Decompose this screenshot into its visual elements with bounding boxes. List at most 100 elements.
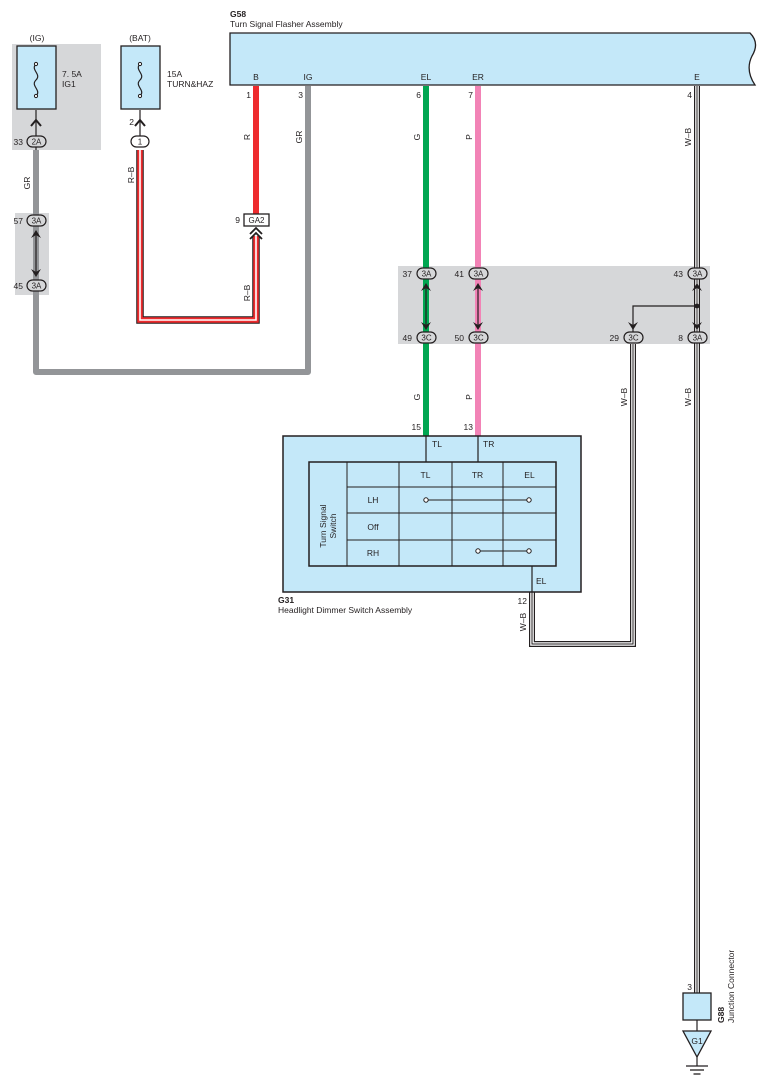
svg-text:57: 57 — [14, 216, 24, 226]
table-col-el: EL — [524, 470, 535, 480]
svg-text:2: 2 — [129, 117, 134, 127]
junction-block-3a-3c — [398, 266, 710, 344]
connector-49-3c: 3C 49 — [403, 322, 437, 344]
ig-fuse-name: IG1 — [62, 79, 76, 89]
svg-text:43: 43 — [674, 269, 684, 279]
junction-name: Junction Connector — [726, 950, 736, 1023]
svg-text:41: 41 — [455, 269, 465, 279]
switch-table — [308, 461, 557, 567]
svg-text:3A: 3A — [32, 217, 42, 226]
wire-label-wb-top: W–B — [683, 127, 693, 146]
connector-50-3c: 3C 50 — [455, 322, 489, 344]
svg-text:3A: 3A — [693, 270, 703, 279]
pin-12: 12 — [518, 596, 528, 606]
dimmer-terminal-tl: TL — [432, 439, 442, 449]
continuity-rh — [475, 548, 532, 554]
svg-text:3C: 3C — [473, 334, 483, 343]
pin-4: 4 — [687, 90, 692, 100]
pin-7: 7 — [468, 90, 473, 100]
dimmer-terminal-tr: TR — [483, 439, 494, 449]
bat-fuse-rating: 15A — [167, 69, 182, 79]
svg-text:3A: 3A — [422, 270, 432, 279]
dimmer-terminal-el: EL — [536, 576, 547, 586]
svg-text:9: 9 — [235, 215, 240, 225]
connector-37-3a: 3A 37 — [403, 267, 437, 291]
ig-fuse-box — [16, 45, 57, 110]
table-row-off: Off — [367, 522, 379, 532]
wire-label-gr: GR — [294, 131, 304, 144]
svg-text:45: 45 — [14, 281, 24, 291]
flasher-name: Turn Signal Flasher Assembly — [230, 19, 343, 29]
connector-29-3c: 3C 29 — [610, 322, 644, 344]
table-side-label-1: Turn Signal — [318, 504, 328, 547]
ground-icon — [686, 1057, 708, 1075]
bat-fuse-icon — [137, 63, 143, 97]
wire-label-gr-left: GR — [22, 177, 32, 190]
ground-id: G1 — [691, 1036, 703, 1046]
flasher-terminal-b: B — [253, 72, 259, 82]
svg-text:3C: 3C — [421, 334, 431, 343]
wire-w-b-branch — [529, 344, 636, 647]
svg-text:2A: 2A — [32, 138, 42, 147]
table-side-label-2: Switch — [328, 513, 338, 538]
pin-3: 3 — [298, 90, 303, 100]
table-col-tl: TL — [421, 470, 431, 480]
junction-connector-box — [682, 992, 712, 1021]
flasher-terminal-el: EL — [421, 72, 432, 82]
svg-text:GA2: GA2 — [248, 216, 265, 225]
table-row-lh: LH — [368, 495, 379, 505]
bat-fuse-name: TURN&HAZ — [167, 79, 213, 89]
dimmer-name: Headlight Dimmer Switch Assembly — [278, 605, 413, 615]
dimmer-id: G31 — [278, 595, 294, 605]
svg-text:3C: 3C — [628, 334, 638, 343]
wire-label-g: G — [412, 134, 422, 141]
connector-9-ga2: GA2 9 — [235, 213, 270, 240]
svg-text:3A: 3A — [474, 270, 484, 279]
connector-33-2a: 2A 33 — [14, 118, 47, 148]
svg-text:1: 1 — [138, 138, 143, 147]
pin-15: 15 — [412, 422, 422, 432]
wire-label-p: P — [464, 134, 474, 140]
pin-6: 6 — [416, 90, 421, 100]
wire-label-wb-8: W–B — [683, 387, 693, 406]
wire-label-rb-bottom: R–B — [242, 284, 252, 301]
table-col-tr: TR — [472, 470, 483, 480]
connector-45-3a: 3A 45 — [14, 269, 47, 292]
junction-id: G88 — [716, 1007, 726, 1023]
flasher-terminal-ig: IG — [304, 72, 313, 82]
wire-label-wb-29: W–B — [619, 387, 629, 406]
ground-point — [681, 1030, 713, 1059]
ig-fuse-icon — [33, 63, 39, 97]
connector-57-3a: 3A 57 — [14, 214, 47, 238]
flasher-id: G58 — [230, 9, 246, 19]
pin-1: 1 — [246, 90, 251, 100]
wire-label-r: R — [242, 134, 252, 140]
svg-text:37: 37 — [403, 269, 413, 279]
svg-text:33: 33 — [14, 137, 24, 147]
pin-13: 13 — [464, 422, 474, 432]
svg-text:29: 29 — [610, 333, 620, 343]
wire-label-p-lower: P — [464, 394, 474, 400]
bat-fuse-box — [120, 45, 161, 110]
flasher-terminal-er: ER — [472, 72, 484, 82]
connector-2-1: 1 2 — [129, 117, 150, 148]
svg-text:49: 49 — [403, 333, 413, 343]
pin-junction-3: 3 — [687, 982, 692, 992]
svg-text:8: 8 — [678, 333, 683, 343]
wire-label-wb-12: W–B — [518, 612, 528, 631]
connector-8-3a: 3A 8 — [678, 322, 708, 344]
wire-label-rb-top: R–B — [126, 166, 136, 183]
wire-label-g-lower: G — [412, 394, 422, 401]
continuity-lh — [423, 497, 532, 503]
ig-supply-label: (IG) — [30, 33, 45, 43]
svg-text:3A: 3A — [32, 282, 42, 291]
wire-r-b — [136, 150, 260, 324]
ig-fuse-rating: 7. 5A — [62, 69, 82, 79]
connector-41-3a: 3A 41 — [455, 267, 489, 291]
svg-text:3A: 3A — [693, 334, 703, 343]
table-row-rh: RH — [367, 548, 379, 558]
flasher-assembly-box — [229, 32, 757, 86]
svg-text:50: 50 — [455, 333, 465, 343]
bat-supply-label: (BAT) — [129, 33, 151, 43]
